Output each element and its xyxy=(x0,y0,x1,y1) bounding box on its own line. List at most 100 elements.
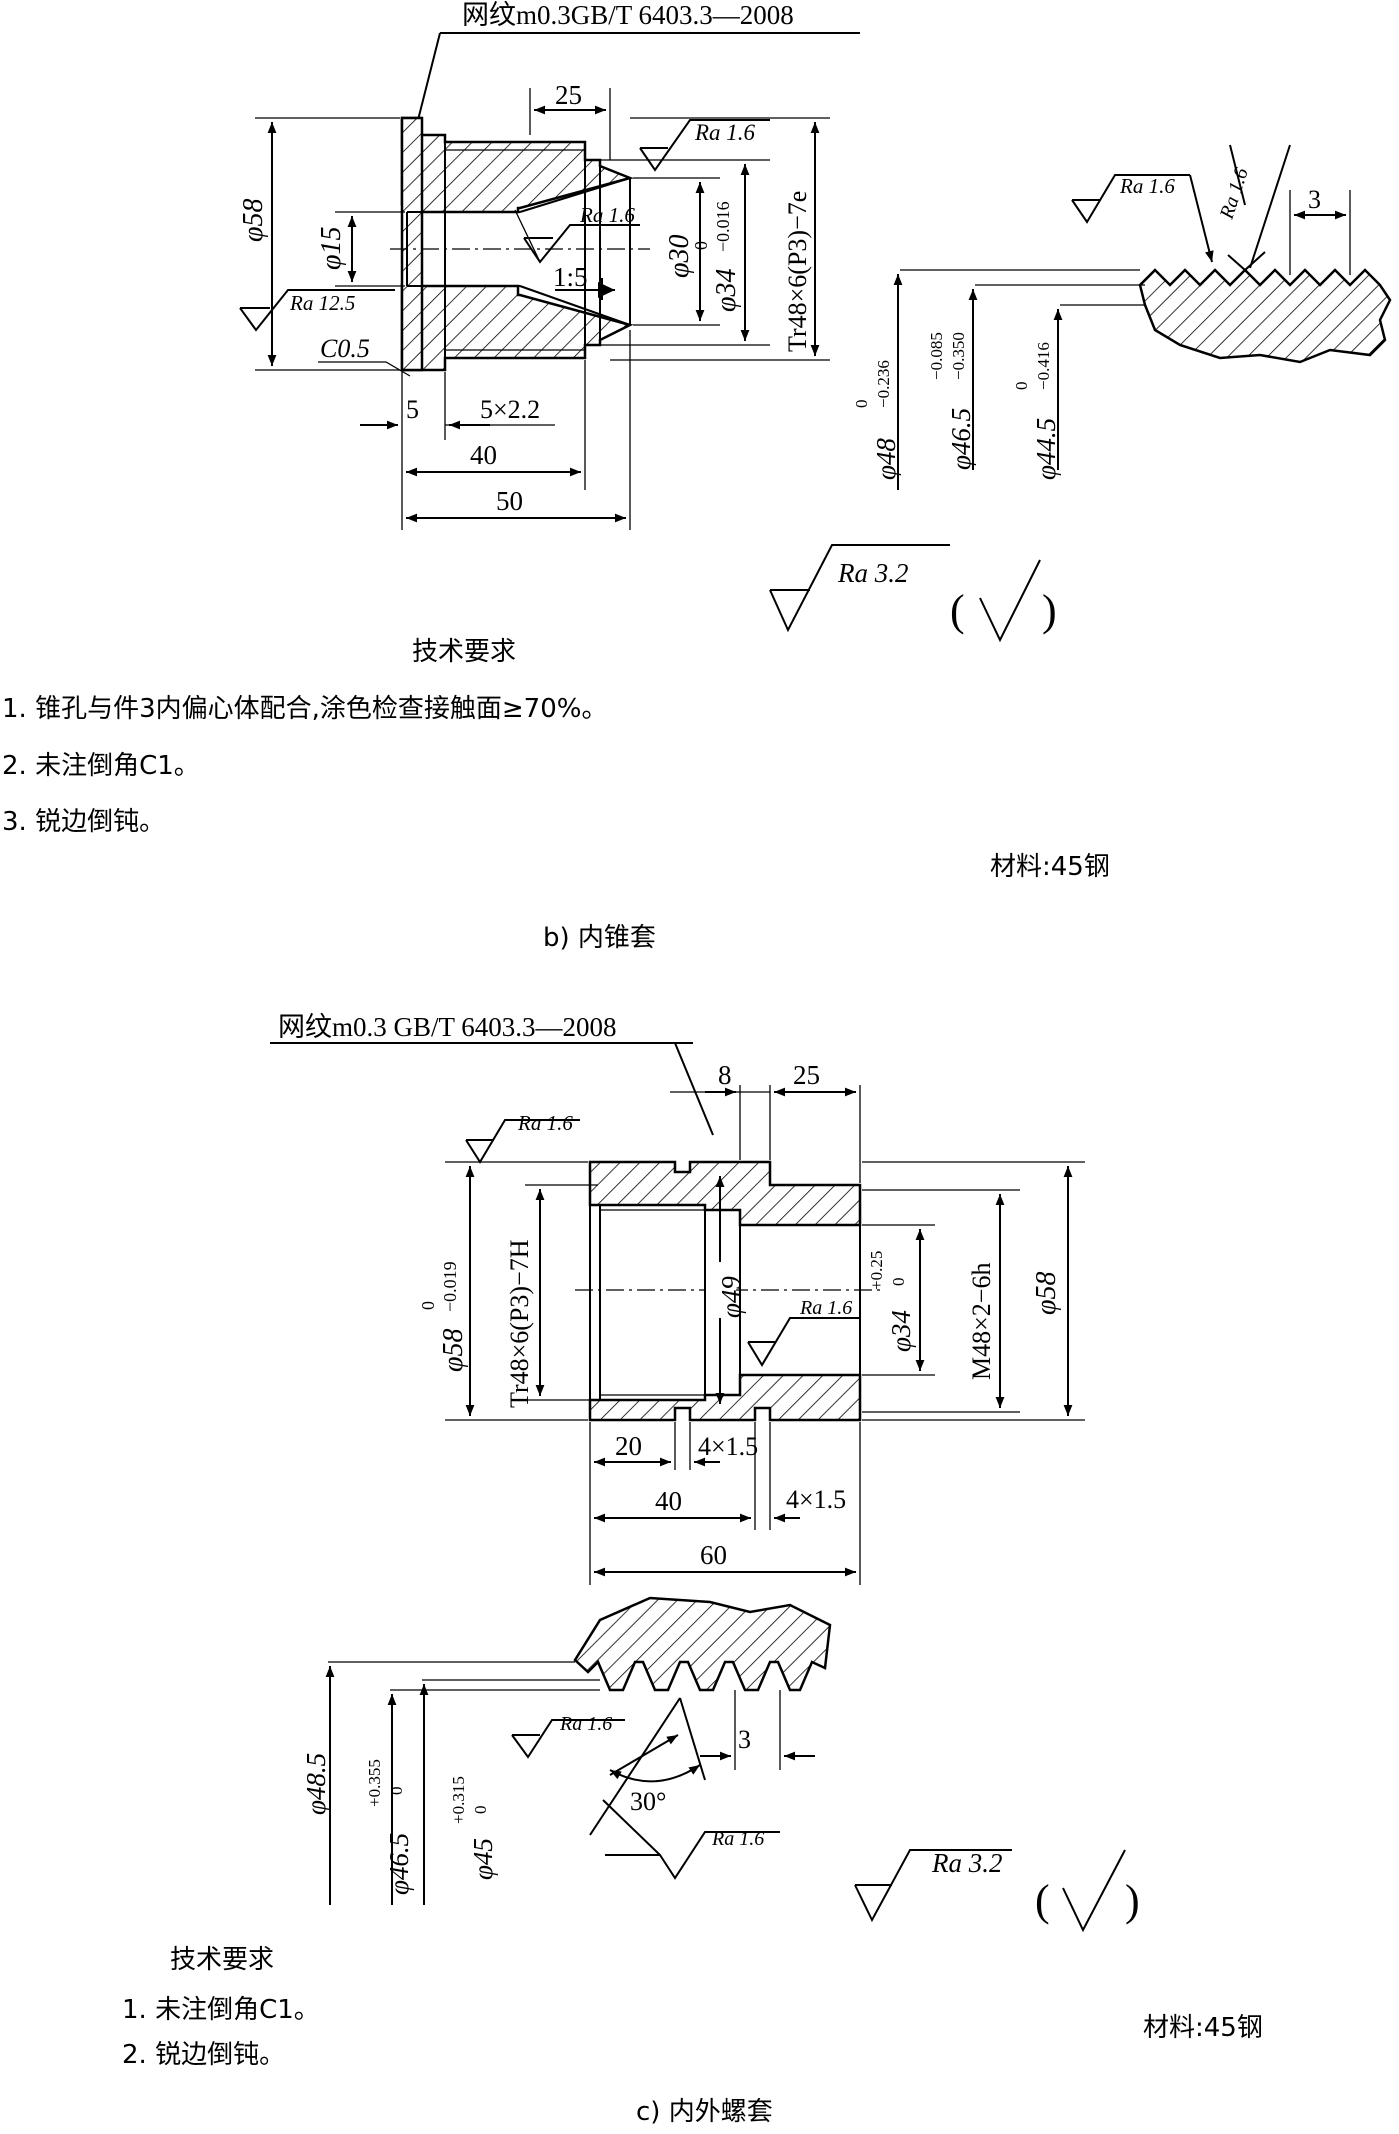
c-general-paren-left: ( xyxy=(1035,1876,1050,1925)
b-thread-spec: Tr48×6(P3)−7e xyxy=(783,191,812,352)
b-dim-phi34: φ34 0 −0.016 xyxy=(691,201,742,312)
c-detail-d48: φ48.5 xyxy=(301,1753,331,1815)
c-dim-phi34-lower: 0 xyxy=(889,1278,908,1287)
b-dim-5: 5 xyxy=(406,395,419,424)
c-detail-d46-upper: +0.355 xyxy=(365,1759,384,1807)
c-dim-60: 60 xyxy=(700,1540,727,1570)
c-dim-groove1: 4×1.5 xyxy=(698,1432,758,1461)
b-detail-ra-right: Ra 1.6 xyxy=(1216,165,1253,222)
c-detail-ra-2: Ra 1.6 xyxy=(711,1828,764,1850)
c-detail-d45-upper: +0.315 xyxy=(449,1776,468,1824)
b-material: 材料:45钢 xyxy=(990,852,1110,882)
b-body-lower xyxy=(400,283,634,372)
b-detail-d46-upper: −0.085 xyxy=(927,332,946,380)
c-dim-8: 8 xyxy=(718,1060,732,1090)
c-dim-phi34-base: φ34 xyxy=(886,1310,916,1352)
c-detail-d45: φ45 +0.315 0 xyxy=(449,1776,498,1880)
b-detail-d46-base: φ46.5 xyxy=(946,408,976,470)
b-dim-40: 40 xyxy=(470,440,497,470)
c-body-lower xyxy=(588,1373,862,1422)
c-dim-groove2: 4×1.5 xyxy=(786,1485,846,1514)
b-dim-phi34-upper: 0 xyxy=(691,241,711,250)
b-dim-phi15: φ15 xyxy=(316,227,347,271)
b-dim-phi58: φ58 xyxy=(238,199,269,243)
b-dim-50: 50 xyxy=(496,486,523,516)
b-dim-phi30: φ30 xyxy=(664,235,695,279)
b-general-roughness: Ra 3.2 ( ) xyxy=(769,544,1057,643)
b-taper: 1:5 xyxy=(553,262,588,292)
b-detail-d48-upper: 0 xyxy=(852,400,871,409)
c-dim-40: 40 xyxy=(655,1486,682,1516)
c-dim-phi58-lower: −0.019 xyxy=(440,1261,460,1312)
b-detail-d48-lower: −0.236 xyxy=(874,360,893,408)
b-detail-section xyxy=(1138,268,1392,364)
b-dim-groove: 5×2.2 xyxy=(480,395,540,424)
c-detail-d46-lower: 0 xyxy=(387,1787,406,1796)
b-knurl-note: 网纹m0.3GB/T 6403.3—2008 xyxy=(462,0,794,30)
c-dim-20: 20 xyxy=(615,1431,642,1461)
b-tech-title: 技术要求 xyxy=(412,637,517,667)
figure-c-thread-detail: φ48.5 φ46.5 +0.355 0 φ45 +0.315 0 Ra 1.6… xyxy=(301,1596,832,1905)
c-tech-title: 技术要求 xyxy=(170,1945,275,1975)
c-dim-phi34-upper: +0.25 xyxy=(867,1251,886,1290)
b-chamfer: C0.5 xyxy=(320,334,370,363)
c-dim-phi49: φ49 xyxy=(716,1276,746,1318)
b-tech-item-2: 2. 未注倒角C1。 xyxy=(2,751,200,781)
b-general-paren-left: ( xyxy=(950,586,965,635)
c-thread-outer: M48×2−6h xyxy=(967,1263,996,1380)
b-body-upper xyxy=(400,116,634,214)
c-detail-d46: φ46.5 +0.355 0 xyxy=(365,1759,414,1895)
c-detail-d45-base: φ45 xyxy=(468,1838,498,1880)
c-dim-25: 25 xyxy=(793,1060,820,1090)
b-detail-pitch: 3 xyxy=(1308,185,1321,214)
b-ra-bore: Ra 1.6 xyxy=(579,203,635,227)
c-dim-phi58: φ58 0 −0.019 xyxy=(418,1261,469,1372)
b-detail-d48: φ48 0 −0.236 xyxy=(852,360,901,480)
c-dim-phi58-upper: 0 xyxy=(418,1301,438,1310)
b-ra-top: Ra 1.6 xyxy=(694,120,756,145)
c-general-roughness: Ra 3.2 ( ) xyxy=(854,1848,1140,1933)
c-detail-section xyxy=(573,1596,832,1692)
figure-b-thread-detail: φ48 0 −0.236 φ46.5 −0.085 −0.350 φ44.5 0… xyxy=(852,144,1392,490)
b-general-paren-right: ) xyxy=(1042,586,1057,635)
b-flange xyxy=(400,116,424,372)
figure-c-section-view: 网纹m0.3 GB/T 6403.3—2008 8 25 Ra 1.6 φ5 xyxy=(270,1012,1085,1585)
c-ra-mid: Ra 1.6 xyxy=(799,1297,852,1319)
c-detail-ra-1: Ra 1.6 xyxy=(559,1713,612,1735)
b-general-ra: Ra 3.2 xyxy=(837,558,909,588)
c-general-paren-right: ) xyxy=(1125,1876,1140,1925)
b-tech-item-3: 3. 锐边倒钝。 xyxy=(2,807,166,837)
c-body-upper xyxy=(588,1160,862,1227)
b-tech-item-1: 1. 锥孔与件3内偏心体配合,涂色检查接触面≥70%。 xyxy=(2,694,608,724)
c-thread-inner: Tr48×6(P3)−7H xyxy=(505,1239,534,1408)
b-detail-d46-lower: −0.350 xyxy=(949,332,968,380)
b-detail-d46: φ46.5 −0.085 −0.350 xyxy=(927,332,976,470)
c-tech-item-1: 1. 未注倒角C1。 xyxy=(122,1995,320,2025)
b-dim-phi34-lower: −0.016 xyxy=(713,201,733,252)
c-general-ra: Ra 3.2 xyxy=(931,1848,1003,1878)
b-dim-phi34-base: φ34 xyxy=(711,269,742,313)
b-dim-25: 25 xyxy=(555,80,582,110)
b-detail-d44-base: φ44.5 xyxy=(1031,418,1061,480)
c-material: 材料:45钢 xyxy=(1143,2013,1263,2043)
b-detail-d44: φ44.5 0 −0.416 xyxy=(1012,342,1061,480)
c-dim-phi58-right: φ58 xyxy=(1031,1272,1062,1316)
figure-b-section-view: 网纹m0.3GB/T 6403.3—2008 φ58 φ15 xyxy=(238,0,860,530)
c-dim-phi34: φ34 +0.25 0 xyxy=(867,1251,916,1352)
c-detail-angle: 30° xyxy=(630,1787,666,1816)
b-detail-d44-lower: −0.416 xyxy=(1034,342,1053,390)
c-tech-item-2: 2. 锐边倒钝。 xyxy=(122,2040,286,2070)
b-detail-ra-left: Ra 1.6 xyxy=(1119,174,1175,198)
b-caption: b) 内锥套 xyxy=(543,923,656,953)
b-detail-d44-upper: 0 xyxy=(1012,382,1031,391)
c-ra-top: Ra 1.6 xyxy=(517,1111,573,1135)
c-caption: c) 内外螺套 xyxy=(636,2097,773,2127)
b-ra-face: Ra 12.5 xyxy=(289,291,355,315)
c-dim-phi58-base: φ58 xyxy=(438,1329,469,1373)
c-detail-d45-lower: 0 xyxy=(471,1806,490,1815)
b-detail-d48-base: φ48 xyxy=(871,438,901,480)
c-detail-pitch: 3 xyxy=(738,1725,751,1754)
c-knurl-note: 网纹m0.3 GB/T 6403.3—2008 xyxy=(278,1012,617,1042)
c-detail-d46-base: φ46.5 xyxy=(384,1833,414,1895)
